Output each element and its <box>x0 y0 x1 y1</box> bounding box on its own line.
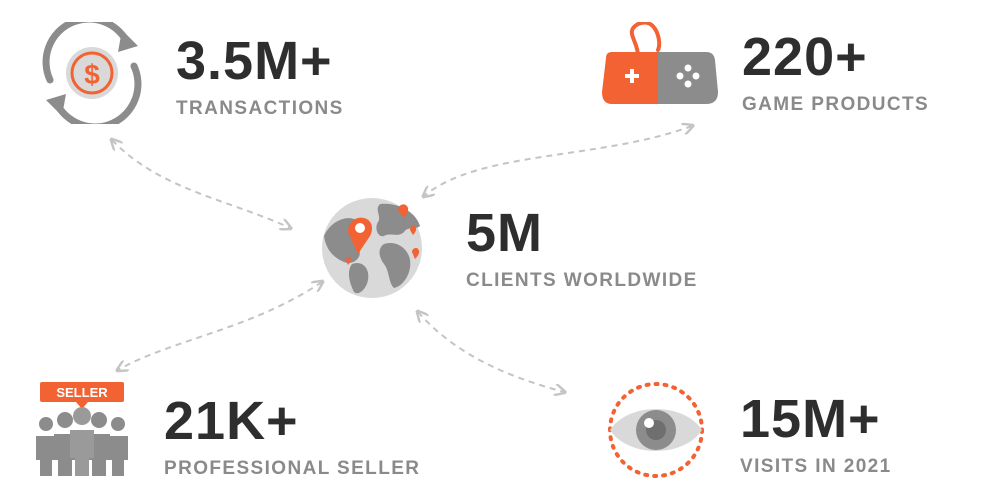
stat-label: PROFESSIONAL SELLER <box>164 458 421 479</box>
stat-transactions: 3.5M+ TRANSACTIONS <box>176 34 344 120</box>
stat-label: GAME PRODUCTS <box>742 94 930 115</box>
stat-value: 3.5M+ <box>176 31 333 91</box>
stat-clients: 5M CLIENTS WORLDWIDE <box>466 206 698 292</box>
arrow-globe-to-seller <box>118 282 322 370</box>
stat-label: TRANSACTIONS <box>176 98 344 119</box>
svg-text:$: $ <box>84 59 100 90</box>
gamepad-icon <box>598 20 722 113</box>
arrow-gamepad-to-globe <box>424 126 692 196</box>
stat-value: 5M <box>466 203 544 263</box>
stat-label: VISITS IN 2021 <box>740 456 892 477</box>
globe-pins-icon <box>312 196 442 305</box>
stat-label: CLIENTS WORLDWIDE <box>466 270 698 291</box>
stat-value: 21K+ <box>164 391 299 451</box>
stat-value: 15M+ <box>740 389 881 449</box>
stat-sellers: 21K+ PROFESSIONAL SELLER <box>164 394 420 480</box>
seller-badge-text: SELLER <box>56 385 108 400</box>
eye-icon <box>594 380 718 485</box>
arrow-transactions-to-globe <box>112 140 290 228</box>
arrow-globe-to-eye <box>418 312 564 392</box>
stat-value: 220+ <box>742 27 868 87</box>
stat-game-products: 220+ GAME PRODUCTS <box>742 30 929 116</box>
dollar-cycle-icon: $ <box>32 15 152 131</box>
seller-group-icon: SELLER <box>32 382 132 483</box>
stat-visits: 15M+ VISITS IN 2021 <box>740 392 892 478</box>
